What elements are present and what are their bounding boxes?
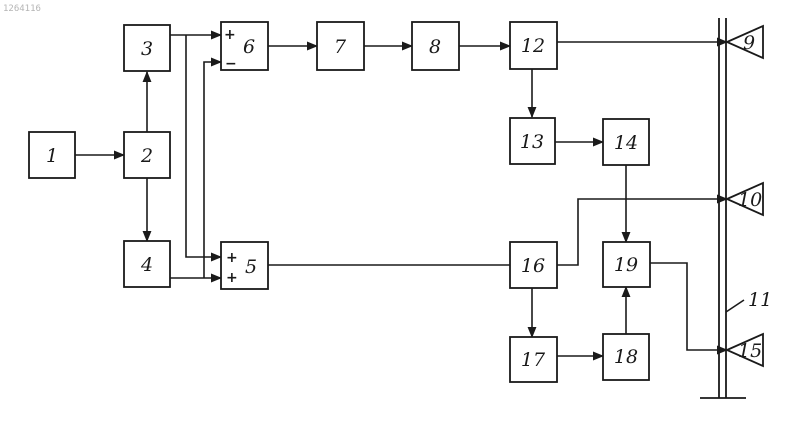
block-12: 12 [510, 22, 557, 69]
block-8: 8 [412, 22, 459, 70]
emitter-9: 9 [727, 26, 763, 58]
svg-text:2: 2 [140, 145, 153, 167]
connections [75, 35, 727, 356]
svg-text:1: 1 [46, 145, 58, 167]
block-5-plus-sign-top: + [226, 250, 238, 266]
svg-text:6: 6 [243, 36, 255, 58]
block-6-minus-sign: − [225, 56, 237, 72]
block-5: 5 + + [221, 242, 268, 289]
emitter-15-label: 15 [738, 340, 762, 362]
block-7: 7 [317, 22, 364, 70]
svg-text:5: 5 [245, 256, 257, 278]
block-16: 16 [510, 242, 557, 288]
block-13: 13 [510, 118, 555, 164]
svg-text:13: 13 [520, 131, 544, 153]
block-6: 6 + − [221, 22, 268, 72]
emitter-9-label: 9 [743, 32, 755, 54]
emitter-10: 10 [727, 183, 763, 215]
block-5-plus-sign-bottom: + [226, 270, 238, 286]
block-17: 17 [510, 337, 557, 382]
svg-text:14: 14 [614, 132, 638, 154]
svg-text:3: 3 [141, 38, 153, 60]
svg-text:19: 19 [614, 254, 638, 276]
emitter-10-label: 10 [738, 189, 762, 211]
block-19: 19 [603, 242, 650, 287]
document-stamp: 1264116 [3, 4, 41, 14]
svg-text:4: 4 [140, 254, 153, 276]
block-4: 4 [124, 241, 170, 287]
emitter-15: 15 [727, 334, 763, 366]
block-1: 1 [29, 132, 75, 178]
block-18: 18 [603, 334, 649, 380]
block-6-plus-sign: + [224, 27, 236, 43]
mast-label: 11 [748, 289, 772, 311]
svg-text:16: 16 [521, 255, 545, 277]
svg-text:12: 12 [521, 35, 545, 57]
block-3: 3 [124, 25, 170, 71]
svg-text:18: 18 [614, 346, 638, 368]
wire-4-6 [204, 62, 221, 278]
svg-text:7: 7 [334, 36, 347, 58]
block-14: 14 [603, 119, 649, 165]
wire-19-15 [650, 263, 727, 350]
block-2: 2 [124, 132, 170, 178]
svg-text:8: 8 [429, 36, 441, 58]
svg-text:17: 17 [521, 349, 546, 371]
